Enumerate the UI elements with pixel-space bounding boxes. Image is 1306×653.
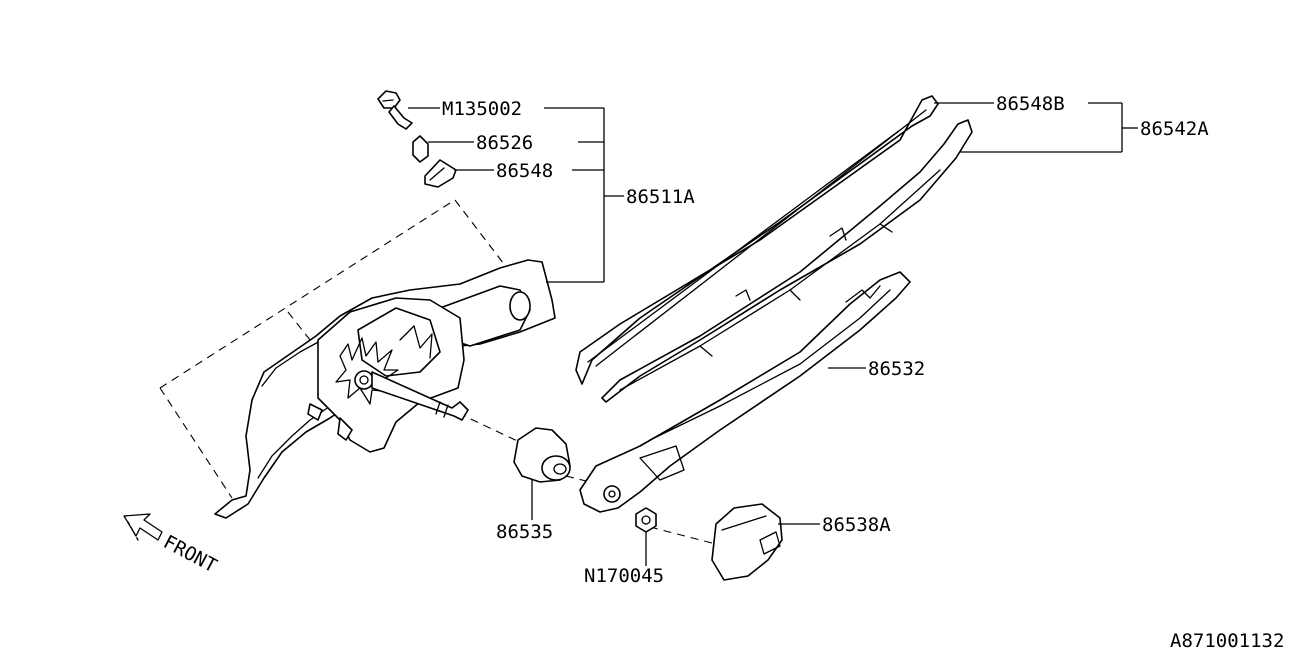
wiper-blade-assembly-86542a [601,119,973,403]
grommet-86548 [424,159,457,188]
label-86538a: 86538A [822,514,891,536]
label-86532: 86532 [868,358,925,380]
label-86548: 86548 [496,160,553,182]
collar-86526 [412,135,429,163]
diagram-code: A871001132 [1170,630,1284,652]
label-86535: 86535 [496,521,553,543]
pivot-cap-86535 [513,427,571,483]
wiper-arm-86532 [579,271,911,513]
label-86526: 86526 [476,132,533,154]
label-n170045: N170045 [584,565,664,587]
label-86548b: 86548B [996,93,1065,115]
nut-n170045 [635,507,657,533]
label-86511a: 86511A [626,186,695,208]
front-label: FRONT [160,531,221,577]
label-86542a: 86542A [1140,118,1209,140]
front-direction-arrow: FRONT [123,513,221,577]
label-m135002: M135002 [442,98,522,120]
wiper-motor-assembly-86511a [214,259,556,519]
part-labels: M135002 86526 86548 86511A 86548B 86542A… [442,93,1284,652]
arm-cover-86538a [711,503,783,581]
leader-lines [408,102,1138,566]
bolt-m135002 [377,90,413,130]
wiper-blade-rubber-86548b [575,95,939,385]
